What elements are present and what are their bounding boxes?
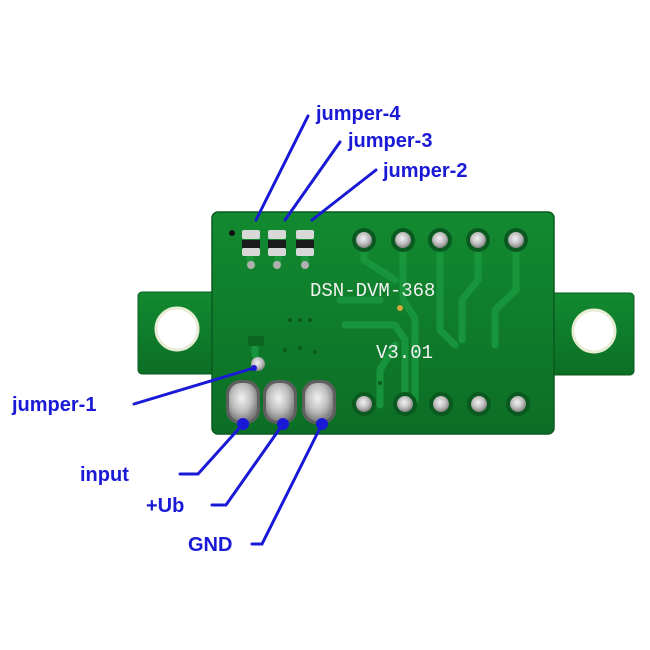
wire-pad-ub	[263, 380, 297, 424]
callout-jumper-3: jumper-3	[347, 130, 432, 152]
mounting-hole-left	[154, 306, 200, 352]
pcb-vias	[229, 230, 403, 385]
callout-jumper-1: jumper-1	[11, 394, 96, 416]
board-model-label: DSN-DVM-368	[310, 280, 435, 302]
callout-jumper-2: jumper-2	[382, 160, 467, 182]
callout-jumper-4: jumper-4	[315, 103, 401, 125]
board-version-label: V3.01	[376, 342, 433, 364]
bottom-pin-row	[352, 392, 530, 416]
top-pin-row	[352, 228, 528, 252]
jumper-4-pad	[242, 230, 260, 269]
callout-input: input	[80, 464, 129, 486]
mounting-ear-left	[137, 291, 221, 375]
callout-gnd: GND	[188, 534, 232, 556]
callout-ub: +Ub	[146, 495, 184, 517]
callout-dots	[237, 365, 328, 430]
mounting-hole-right	[571, 308, 617, 354]
jumper-3-pad	[268, 230, 286, 269]
pcb-traces	[246, 236, 520, 409]
wire-pad-gnd	[302, 380, 336, 424]
wire-pad-input	[226, 380, 260, 424]
mounting-ear-right	[547, 292, 635, 376]
callout-leaders	[132, 114, 378, 546]
jumper-2-pad	[296, 230, 314, 269]
